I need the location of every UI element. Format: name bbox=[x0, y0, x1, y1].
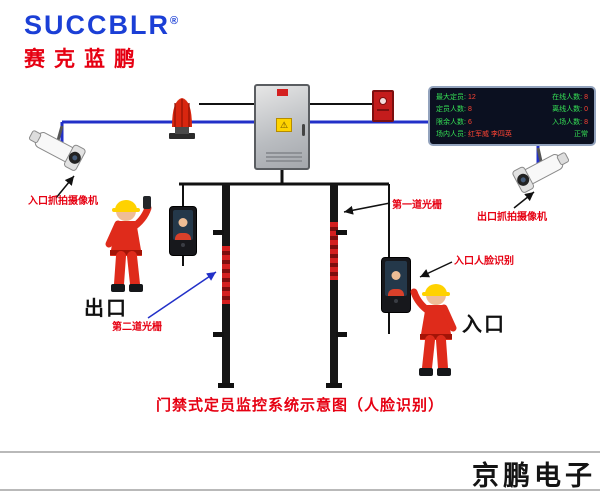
entrance-camera-label: 入口抓拍摄像机 bbox=[28, 196, 98, 207]
exit-camera bbox=[498, 146, 574, 202]
display-label: 离线人数: bbox=[552, 106, 583, 114]
emergency-button-slot bbox=[377, 109, 389, 111]
post-hinge bbox=[213, 230, 224, 235]
gate-post-right bbox=[326, 184, 347, 388]
entrance-camera-arrow bbox=[55, 175, 75, 199]
terminal-camera-dot bbox=[181, 243, 185, 248]
display-value: 8 bbox=[584, 93, 588, 101]
post-hinge bbox=[336, 332, 347, 337]
control-cabinet: ⚠ bbox=[254, 84, 310, 170]
second-light-barrier-label: 第二道光栅 bbox=[112, 322, 162, 333]
terminal-camera-dot bbox=[394, 298, 398, 303]
diagram-title: 门禁式定员监控系统示意图（人脸识别） bbox=[155, 397, 444, 414]
display-label: 在线人数: bbox=[552, 93, 583, 101]
cabinet-handle bbox=[302, 124, 305, 136]
brand-logo: SUCCBLR® 赛克蓝鹏 bbox=[24, 10, 180, 73]
display-label: 场内人员: bbox=[436, 131, 466, 139]
first-barrier-arrow bbox=[343, 202, 391, 215]
display-label: 限余人数: bbox=[436, 118, 466, 126]
footer-divider-top bbox=[0, 451, 600, 453]
brand-chinese-name: 赛克蓝鹏 bbox=[24, 48, 144, 71]
emergency-button-box bbox=[372, 90, 394, 122]
display-value: 6 bbox=[467, 118, 472, 126]
footer-divider-bottom bbox=[0, 489, 600, 491]
terminal-screen bbox=[173, 210, 193, 241]
cctv-camera-icon bbox=[512, 147, 570, 193]
entrance-face-recognition-label: 入口人脸识别 bbox=[454, 256, 514, 267]
brand-text: SUCCBLR bbox=[24, 10, 170, 40]
entrance-gate-label: 入口 bbox=[462, 314, 506, 336]
gate-post-left bbox=[213, 184, 234, 388]
alarm-beacon bbox=[163, 92, 201, 140]
display-status-value: 正常 bbox=[574, 131, 588, 139]
emergency-button-icon bbox=[379, 97, 387, 105]
warning-icon: ⚠ bbox=[276, 118, 292, 132]
body-silhouette-icon bbox=[175, 233, 191, 241]
entrance-camera bbox=[24, 124, 100, 178]
alarm-beacon-icon bbox=[169, 98, 195, 139]
terminal-screen bbox=[385, 261, 407, 296]
post-hinge bbox=[336, 230, 347, 235]
display-row: 场内人员: 红军威 李四英 正常 bbox=[436, 131, 588, 138]
face-silhouette-icon bbox=[178, 218, 188, 228]
post-hinge bbox=[213, 332, 224, 337]
light-barrier-strip bbox=[330, 222, 338, 280]
exit-face-recognition-terminal bbox=[169, 206, 197, 256]
display-label: 入场人数: bbox=[552, 118, 583, 126]
brand-name: SUCCBLR® bbox=[24, 10, 180, 41]
worker-icon bbox=[105, 196, 152, 292]
light-barrier-strip bbox=[222, 246, 230, 304]
display-label: 最大定员: bbox=[436, 93, 466, 101]
display-row: 定员人数: 8 离线人数: 0 bbox=[436, 106, 588, 113]
entrance-face-recognition-terminal bbox=[381, 257, 411, 313]
cabinet-label-tag bbox=[277, 89, 288, 96]
first-light-barrier-label: 第一道光栅 bbox=[392, 200, 442, 211]
display-value: 8 bbox=[584, 118, 588, 126]
cabinet-vents bbox=[266, 152, 302, 162]
cctv-camera-icon bbox=[28, 125, 86, 171]
exit-camera-arrow bbox=[513, 191, 535, 209]
second-barrier-arrow bbox=[147, 271, 217, 319]
display-value: 红军威 李四英 bbox=[467, 131, 512, 139]
worker-figure-left bbox=[96, 184, 160, 301]
footer-company-name: 京鹏电子 bbox=[472, 461, 596, 491]
display-value: 12 bbox=[467, 93, 476, 101]
worker-figure-right bbox=[402, 268, 466, 385]
exit-gate-label: 出口 bbox=[84, 298, 128, 320]
worker-icon bbox=[410, 284, 457, 376]
display-row: 最大定员: 12 在线人数: 8 bbox=[436, 94, 588, 101]
face-recognition-arrow bbox=[419, 261, 453, 278]
body-silhouette-icon bbox=[388, 288, 404, 296]
face-silhouette-icon bbox=[391, 270, 401, 280]
registered-mark-icon: ® bbox=[170, 15, 181, 27]
display-value: 8 bbox=[467, 106, 472, 114]
display-value: 0 bbox=[584, 106, 588, 114]
led-display-panel: 最大定员: 12 在线人数: 8 定员人数: 8 离线人数: 0 限余人数: 6… bbox=[428, 86, 596, 146]
display-label: 定员人数: bbox=[436, 106, 466, 114]
display-row: 限余人数: 6 入场人数: 8 bbox=[436, 119, 588, 126]
exit-camera-label: 出口抓拍摄像机 bbox=[477, 212, 547, 223]
